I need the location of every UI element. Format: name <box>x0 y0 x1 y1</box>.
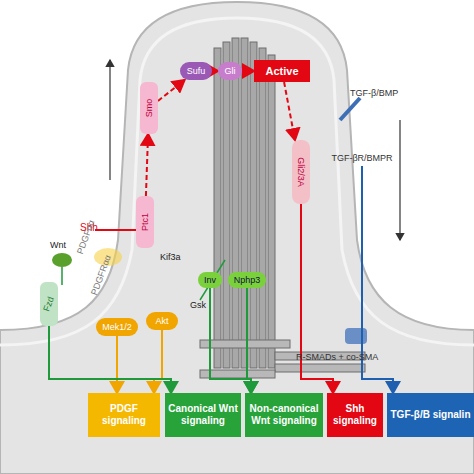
microtubule <box>259 48 266 368</box>
signal-connector <box>284 82 295 140</box>
signal-connector <box>154 330 162 393</box>
part-label: Gsk <box>190 300 206 310</box>
node-text: Non-canonical Wnt signaling <box>247 403 321 427</box>
tgf-ligand <box>340 98 360 120</box>
node-text: Sufu <box>187 66 206 76</box>
protein-blob: Gli2/3A <box>292 140 310 204</box>
signal-connector <box>146 134 148 196</box>
receptor-shape: Ptc1 <box>136 196 154 248</box>
signal-connector <box>158 80 185 101</box>
node-text: PDGF signaling <box>90 403 158 427</box>
protein-blob: Nphp3 <box>228 272 266 288</box>
node-text: Active <box>265 66 298 76</box>
microtubule <box>268 55 275 368</box>
transport-arrow <box>399 120 400 240</box>
signal-connector <box>116 336 118 393</box>
basal-rod <box>200 370 275 378</box>
node-text: Nphp3 <box>234 275 261 285</box>
pathway-box: PDGF signaling <box>88 393 160 437</box>
microtubule <box>250 42 257 368</box>
wnt-binding <box>61 267 63 285</box>
pathway-box: Shh signaling <box>327 393 383 437</box>
node-text: Mek1/2 <box>102 322 132 332</box>
receptor-label: TGF-βR/BMPR <box>320 150 404 166</box>
pathway-box: TGF-β/B signalin <box>387 393 474 437</box>
node-text: TGF-β/B signalin <box>391 409 471 421</box>
protein-blob: Gli <box>218 62 242 80</box>
transport-arrow <box>109 60 110 180</box>
pathway-box: Non-canonical Wnt signaling <box>245 393 323 437</box>
node-text: Gli2/3A <box>296 157 306 187</box>
node-text: Shh signaling <box>329 403 381 427</box>
shh-inhibit <box>95 229 140 231</box>
smad-complex <box>345 328 367 344</box>
part-label: Wnt <box>50 240 66 250</box>
receptor-shape: Smo <box>140 82 158 134</box>
signal-connector <box>242 70 254 72</box>
receptor-shape: Fzd <box>40 282 58 326</box>
microtubule <box>241 38 248 368</box>
node-text: Smo <box>144 99 154 118</box>
part-label: TGF-β/BMP <box>350 88 398 98</box>
wnt-ligand <box>52 253 72 267</box>
state-box: Active <box>254 60 310 82</box>
signal-connector <box>210 288 251 393</box>
protein-blob: Sufu <box>180 62 212 80</box>
node-text: TGF-βR/BMPR <box>331 153 392 163</box>
node-text: Inv <box>204 275 216 285</box>
microtubule <box>214 48 221 368</box>
signal-connector <box>49 326 171 393</box>
basal-rod <box>275 364 365 372</box>
node-text: Akt <box>155 316 168 326</box>
microtubule <box>223 42 230 368</box>
pathway-box: Canonical Wnt signaling <box>165 393 241 437</box>
signal-connector <box>301 204 333 393</box>
part-label: PDGFαα <box>75 219 97 256</box>
part-label: Kif3a <box>160 252 181 262</box>
signal-connector <box>247 288 251 393</box>
part-label: R-SMADs + co-SMA <box>296 352 378 362</box>
node-text: Canonical Wnt signaling <box>167 403 239 427</box>
axoneme <box>214 38 275 368</box>
microtubule <box>232 38 239 368</box>
basal-rod <box>200 340 290 348</box>
node-text: Fzd <box>42 295 57 313</box>
kinase-blob: Akt <box>146 312 178 330</box>
node-text: Ptc1 <box>140 213 150 231</box>
protein-blob: Inv <box>198 272 222 288</box>
node-text: Gli <box>225 66 236 76</box>
kinase-blob: Mek1/2 <box>96 318 138 336</box>
